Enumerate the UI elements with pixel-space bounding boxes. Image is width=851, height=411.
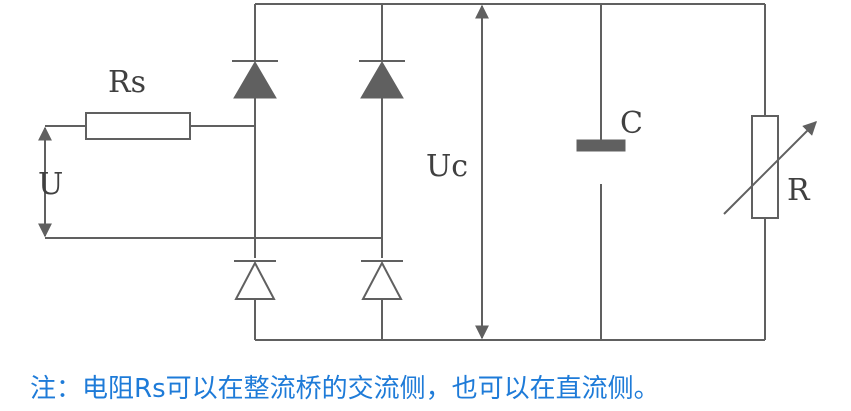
label-u: U xyxy=(38,167,63,202)
diode-upper-left xyxy=(232,60,278,99)
wiring xyxy=(45,3,766,341)
label-rs: Rs xyxy=(108,65,146,100)
label-c: C xyxy=(620,106,643,141)
capacitor-plate xyxy=(576,139,626,152)
diode-triangle xyxy=(360,61,404,99)
note-text: 注：电阻Rs可以在整流桥的交流侧，也可以在直流侧。 xyxy=(30,374,660,404)
diode-lower-left xyxy=(234,260,276,300)
label-r: R xyxy=(787,173,811,208)
diode-upper-right xyxy=(359,60,405,99)
variable-arrow xyxy=(723,121,817,215)
capacitor-c xyxy=(576,139,626,152)
series-resistor-rs xyxy=(85,112,191,140)
diode-triangle xyxy=(361,260,403,300)
variable-resistor-r xyxy=(723,115,817,219)
diode-lower-right xyxy=(361,260,403,300)
label-uc: Uc xyxy=(426,149,468,184)
diode-triangle xyxy=(233,61,277,99)
diode-triangle xyxy=(234,260,276,300)
resistor-body xyxy=(751,115,779,219)
